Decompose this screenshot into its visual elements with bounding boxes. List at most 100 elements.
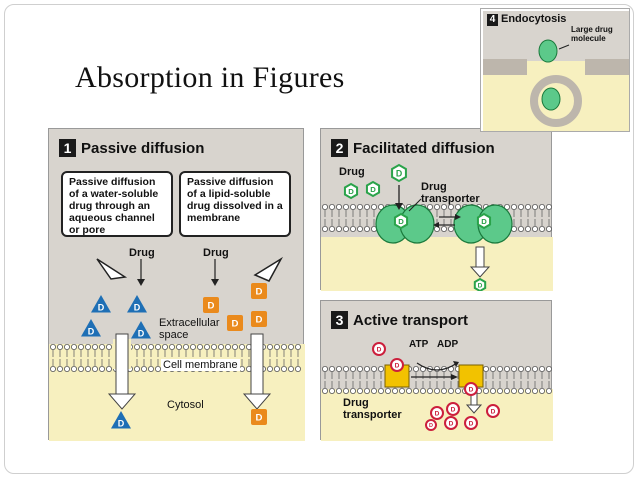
lipid-soluble-drug — [227, 315, 243, 331]
lipid-head — [287, 365, 294, 372]
drug-marker-text: D — [256, 315, 263, 326]
lipid-head — [335, 204, 342, 211]
lipid-head — [287, 343, 294, 350]
lipid-head — [378, 204, 385, 211]
lipid-head — [92, 343, 99, 350]
lipid-head — [496, 366, 503, 373]
lipid-head — [545, 226, 552, 233]
passive-diffusion-title-text: Passive diffusion — [81, 140, 205, 157]
lipid-head — [531, 226, 538, 233]
water-soluble-note: Passive diffusion of a water-soluble dru… — [61, 171, 173, 237]
lipid-head — [531, 388, 538, 395]
lipid-head — [328, 366, 335, 373]
slide-title: Absorption in Figures — [75, 61, 345, 94]
lipid-head — [545, 366, 552, 373]
lipid-soluble-note: Passive diffusion of a lipid-soluble dru… — [179, 171, 291, 237]
drug-marker-text: D — [451, 406, 456, 413]
drug-marker-text: D — [208, 301, 215, 312]
lipid-head — [50, 365, 56, 372]
drug-marker-text: D — [348, 187, 354, 196]
lipid-head — [517, 366, 524, 373]
active-transport-drug — [464, 382, 478, 396]
active-transport-drug — [446, 402, 460, 416]
panel-number-2: 2 — [331, 139, 348, 157]
lipid-head — [503, 366, 510, 373]
lipid-head — [162, 343, 169, 350]
lipid-head — [517, 204, 524, 211]
lipid-head — [448, 388, 455, 395]
lipid-head — [92, 365, 99, 372]
facilitated-drug — [476, 212, 492, 230]
drug-marker-text: D — [370, 185, 376, 194]
lipid-head — [77, 343, 84, 350]
lipid-soluble-drug — [251, 283, 267, 299]
lipid-head — [294, 343, 301, 350]
lipid-head — [85, 343, 92, 350]
lipid-head — [434, 366, 441, 373]
drug-marker-text: D — [396, 169, 402, 179]
drug-marker-text: D — [491, 408, 496, 415]
drug-marker-text: D — [469, 420, 474, 427]
drug-marker-text: D — [398, 217, 404, 226]
lipid-soluble-note-text: Passive diffusion of a lipid-soluble dru… — [187, 176, 283, 224]
adp-label: ADP — [437, 339, 459, 350]
lipid-head — [371, 388, 378, 395]
lipid-head — [217, 343, 224, 350]
lipid-head — [503, 204, 510, 211]
lipid-head — [524, 366, 531, 373]
lipid-head — [238, 343, 245, 350]
lipid-head — [349, 388, 356, 395]
extracellular-space-label: Extracellular space — [159, 317, 220, 341]
lipid-head — [176, 343, 183, 350]
lipid-head — [77, 365, 84, 372]
lipid-head — [441, 226, 448, 233]
lipid-head — [371, 204, 378, 211]
lipid-head — [371, 366, 378, 373]
lipid-head — [196, 343, 203, 350]
active-transporter-label: Drug transporter — [343, 397, 402, 421]
cell-membrane-label: Cell membrane — [161, 359, 240, 371]
lipid-head — [448, 226, 455, 233]
lipid-head — [434, 388, 441, 395]
lipid-head — [524, 204, 531, 211]
atp-label: ATP — [409, 339, 429, 350]
lipid-head — [342, 388, 349, 395]
lipid-head — [266, 365, 273, 372]
lipid-head — [349, 226, 356, 233]
lipid-head — [189, 343, 196, 350]
drug-marker-text: D — [88, 327, 95, 337]
drug-marker-text: D — [98, 303, 105, 313]
lipid-head — [538, 204, 545, 211]
drug-marker-text: D — [232, 319, 239, 330]
lipid-head — [357, 388, 364, 395]
lipid-head — [413, 366, 420, 373]
facilitated-drug — [343, 182, 359, 200]
lipid-head — [510, 204, 517, 211]
lipid-head — [182, 343, 189, 350]
panel-number-1: 1 — [59, 139, 76, 157]
lipid-head — [392, 388, 399, 395]
passive-diffusion-title: 1 Passive diffusion — [59, 139, 204, 157]
lipid-soluble-drug — [203, 297, 219, 313]
lipid-head — [70, 343, 77, 350]
lipid-head — [510, 388, 517, 395]
lipid-head — [342, 226, 349, 233]
endocytosis-illustration — [483, 11, 629, 131]
lipid-head — [434, 204, 441, 211]
drug-marker-text: D — [395, 362, 400, 369]
panel-number-3: 3 — [331, 311, 348, 329]
lipid-head — [50, 343, 56, 350]
lipid-head — [106, 343, 113, 350]
lipid-head — [482, 388, 489, 395]
facilitated-drug — [391, 163, 407, 183]
lipid-head — [342, 204, 349, 211]
lipid-head — [335, 388, 342, 395]
lipid-soluble-drug — [251, 409, 267, 425]
facilitated-drug-label: Drug — [339, 166, 365, 178]
lipid-head — [335, 366, 342, 373]
active-transport-drug — [372, 342, 386, 356]
drug-marker-text: D — [256, 287, 263, 298]
